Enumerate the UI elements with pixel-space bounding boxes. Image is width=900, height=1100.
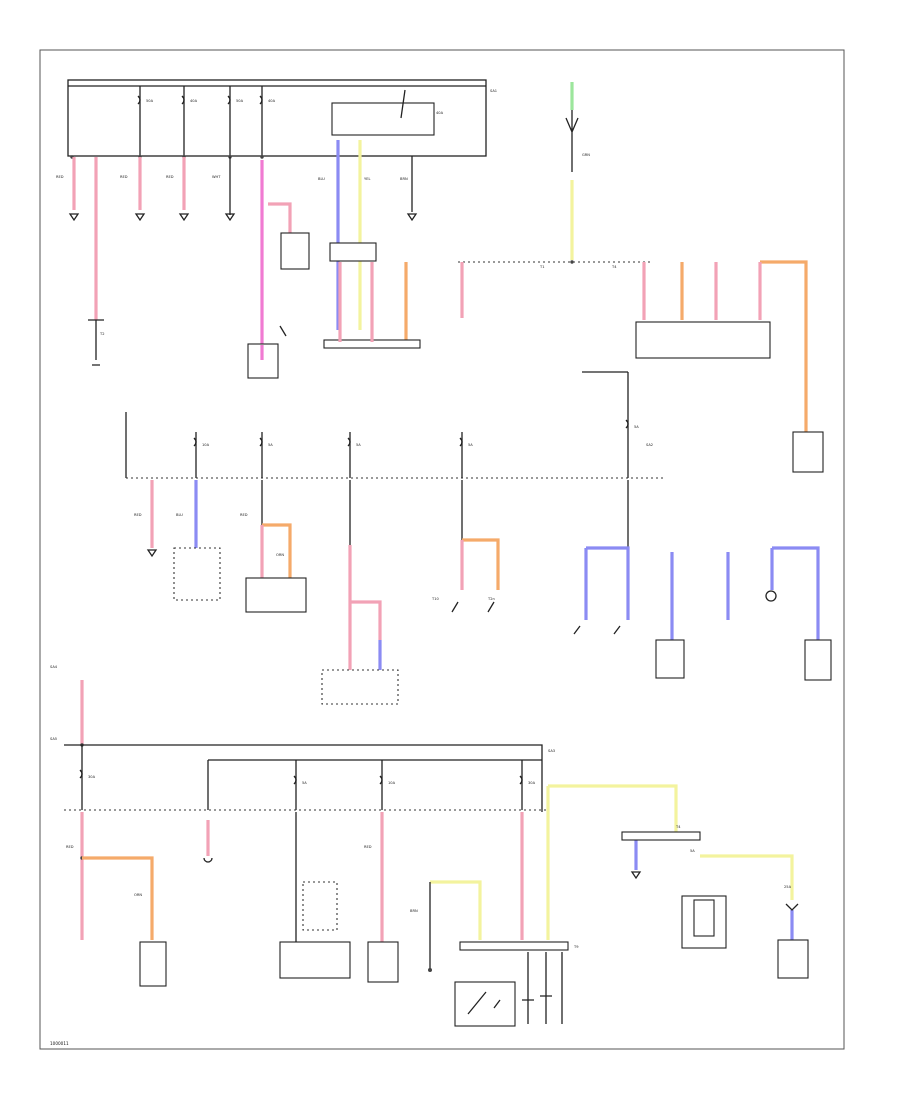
connector-label: T2n <box>487 597 495 601</box>
fuse-label: 40A <box>268 99 276 103</box>
right-distribution: GRN T1 T4 <box>458 82 824 473</box>
connector-label: T10 <box>431 597 439 601</box>
fuse-label: 5A <box>302 781 307 785</box>
wire-code: RED <box>120 175 128 179</box>
modules-upper <box>247 325 421 379</box>
wire-code: RED <box>166 175 174 179</box>
fuse-label: 50A <box>236 99 244 103</box>
connector-label: T4 <box>611 265 617 269</box>
wire-code: RED <box>240 513 248 517</box>
fuse-label: 5A <box>468 443 473 447</box>
connector-label: T4 <box>675 825 681 829</box>
wire-code: BLU <box>176 513 183 517</box>
fuse-label: 5A <box>690 849 695 853</box>
connector-label: T9 <box>573 945 579 949</box>
wire-code: BLU <box>318 177 325 181</box>
fuse-label: 5A <box>356 443 361 447</box>
middle-fuse-rail: 10A 5A 5A 5A 5A SA2 <box>125 371 664 479</box>
wire-code: RED <box>364 845 372 849</box>
middle-modules: T10 T2n <box>146 547 832 705</box>
bottom-wires: RED ORN RED BRN <box>66 784 794 972</box>
wire-code: RED <box>134 513 142 517</box>
wire-code: RED <box>66 845 74 849</box>
connector-label: SA3 <box>548 749 555 753</box>
wire-code: ORN <box>134 893 142 897</box>
fuse-label: 40A <box>190 99 198 103</box>
connector-label: T1 <box>539 265 544 269</box>
fuse-label: 10A <box>202 443 210 447</box>
wire-code: BRN <box>400 177 408 181</box>
fuse-label: 40A <box>436 111 444 115</box>
fuse-label: 5A <box>268 443 273 447</box>
connector-label: SA2 <box>646 443 653 447</box>
connector-label: SA4 <box>50 665 58 669</box>
wire-code: WHT <box>212 175 221 179</box>
bottom-fuse-box: 30A 5A 10A 30A SA3 <box>64 680 555 812</box>
left-connector-refs: SA4 SA5 T2 <box>50 332 104 741</box>
wire-code: GRN <box>582 153 590 157</box>
connector-label: T2 <box>99 332 104 336</box>
bottom-modules: T9 T4 5A 25A <box>139 825 809 1027</box>
connector-label: SA5 <box>50 737 57 741</box>
wire-code: ORN <box>276 553 284 557</box>
fuse-label: 30A <box>88 775 96 779</box>
page-frame <box>39 49 845 1050</box>
fuse-label: 50A <box>146 99 154 103</box>
fuse-label: 30A <box>528 781 536 785</box>
ground-symbols <box>68 213 418 366</box>
wire-code: RED <box>56 175 64 179</box>
diagram-id: 1000011 <box>50 1041 69 1046</box>
middle-wires: RED BLU RED ORN <box>134 480 820 670</box>
top-wires: RED RED RED WHT BLU YEL BRN <box>56 140 413 345</box>
wire-code: YEL <box>364 177 370 181</box>
top-fuse-box: 50A 40A 50A 40A 40A SA1 <box>67 79 497 157</box>
wire-code: BRN <box>410 909 418 913</box>
fuse-label: 25A <box>784 885 792 889</box>
fuse-label: 10A <box>388 781 396 785</box>
connector-label: SA1 <box>490 89 497 93</box>
fuse-label: 5A <box>634 425 639 429</box>
